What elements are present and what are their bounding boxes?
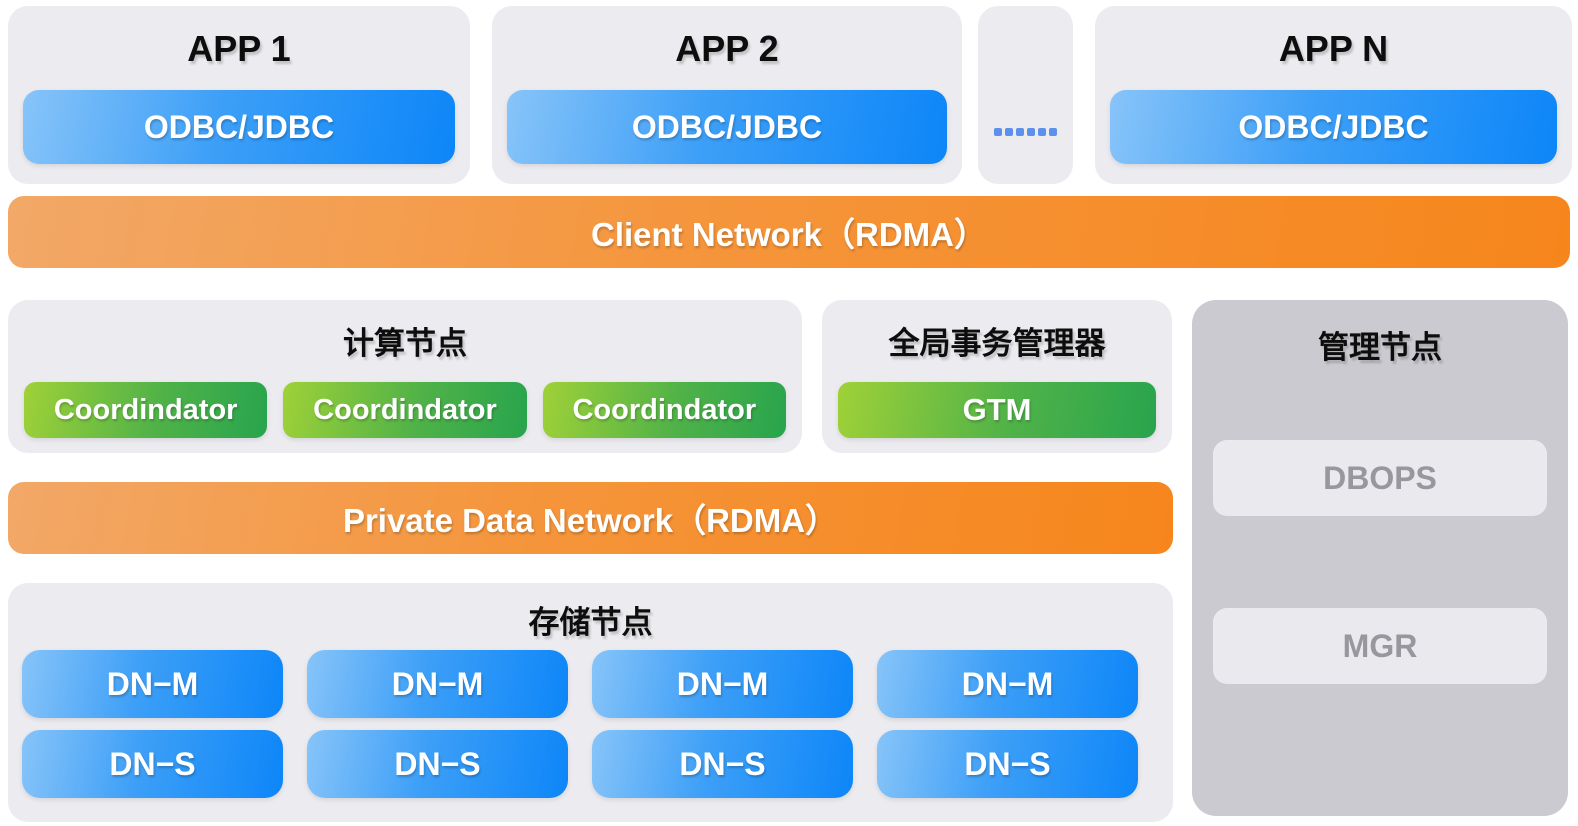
coordinator-pill-3: Coordindator [542, 382, 786, 438]
dn-standby-pill-3: DN−S [592, 730, 853, 798]
coordinator-row: Coordindator Coordindator Coordindator [24, 382, 786, 438]
mgr-box: MGR [1213, 608, 1547, 684]
ellipsis-dots-icon [978, 128, 1073, 136]
storage-node-panel: 存储节点 DN−M DN−M DN−M DN−M DN−S DN−S DN−S … [8, 583, 1173, 822]
management-node-panel: 管理节点 DBOPS MGR [1192, 300, 1568, 816]
gtm-pill: GTM [838, 382, 1156, 438]
dn-standby-pill-1: DN−S [22, 730, 283, 798]
coordinator-pill-1: Coordindator [24, 382, 268, 438]
app-card-2: APP 2 ODBC/JDBC [492, 6, 962, 184]
dbops-box: DBOPS [1213, 440, 1547, 516]
dn-master-pill-3: DN−M [592, 650, 853, 718]
management-panel-title: 管理节点 [1318, 330, 1442, 365]
app-2-odbc-jdbc-pill: ODBC/JDBC [507, 90, 947, 164]
compute-panel-title: 计算节点 [343, 326, 467, 361]
app-card-1: APP 1 ODBC/JDBC [8, 6, 470, 184]
dn-master-pill-4: DN−M [877, 650, 1138, 718]
app-n-odbc-jdbc-pill: ODBC/JDBC [1110, 90, 1557, 164]
app-1-title: APP 1 [187, 28, 291, 69]
coordinator-pill-2: Coordindator [283, 382, 527, 438]
private-data-network-banner: Private Data Network（RDMA） [8, 482, 1173, 554]
compute-node-panel: 计算节点 Coordindator Coordindator Coordinda… [8, 300, 802, 453]
dn-standby-pill-4: DN−S [877, 730, 1138, 798]
storage-panel-title: 存储节点 [528, 605, 653, 640]
dn-master-pill-2: DN−M [307, 650, 568, 718]
app-1-odbc-jdbc-pill: ODBC/JDBC [23, 90, 455, 164]
app-2-title: APP 2 [675, 28, 779, 69]
data-node-grid: DN−M DN−M DN−M DN−M DN−S DN−S DN−S DN−S [22, 650, 1138, 798]
apps-ellipsis-card [978, 6, 1073, 184]
app-card-n: APP N ODBC/JDBC [1095, 6, 1572, 184]
app-n-title: APP N [1278, 28, 1389, 69]
gtm-panel-title: 全局事务管理器 [888, 326, 1106, 361]
client-network-banner: Client Network（RDMA） [8, 196, 1570, 268]
dn-master-pill-1: DN−M [22, 650, 283, 718]
dn-standby-pill-2: DN−S [307, 730, 568, 798]
gtm-panel: 全局事务管理器 GTM [822, 300, 1172, 453]
